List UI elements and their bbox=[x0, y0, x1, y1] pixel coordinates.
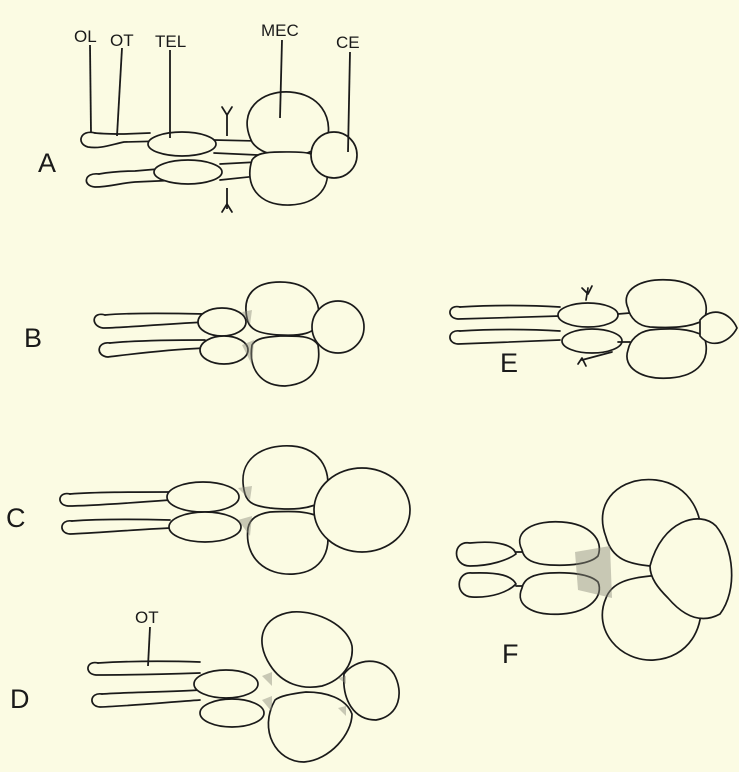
label-ot-d: OT bbox=[135, 608, 159, 627]
leader-line-ol bbox=[90, 45, 91, 133]
label-ot: OT bbox=[110, 31, 134, 50]
panel-e-brain bbox=[450, 280, 737, 378]
panel-a-brain bbox=[81, 92, 357, 212]
label-tel: TEL bbox=[155, 32, 186, 51]
panel-label-e: E bbox=[500, 348, 518, 378]
label-mec: MEC bbox=[261, 21, 299, 40]
panel-label-b: B bbox=[24, 323, 42, 353]
panel-label-f: F bbox=[502, 639, 519, 669]
panel-label-a: A bbox=[38, 148, 56, 178]
panel-f-brain bbox=[457, 480, 732, 661]
panel-d-brain bbox=[88, 612, 399, 762]
panel-label-c: C bbox=[6, 503, 26, 533]
panel-b-brain bbox=[94, 282, 364, 386]
leader-line-ot-d bbox=[148, 627, 150, 666]
leader-line-ce bbox=[348, 52, 350, 152]
leader-line-ot bbox=[117, 48, 122, 136]
panel-label-d: D bbox=[10, 684, 30, 714]
label-ol: OL bbox=[74, 27, 97, 46]
panel-c-brain bbox=[60, 446, 410, 574]
label-ce: CE bbox=[336, 33, 360, 52]
